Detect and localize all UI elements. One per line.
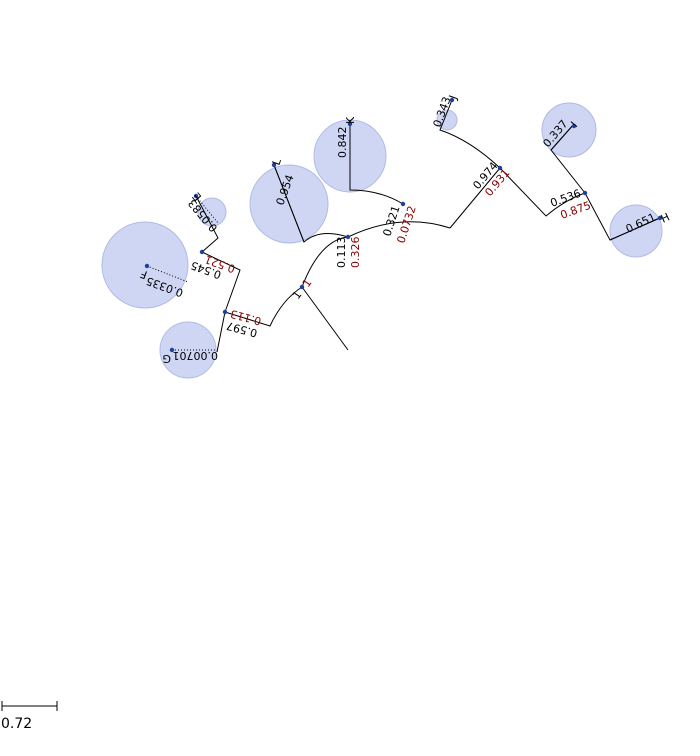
leaf-j-name: J <box>446 94 460 102</box>
leaf-l-radius <box>273 164 305 243</box>
scale-bar-label: 0.72 <box>1 716 32 732</box>
leaf-k-value: 0.842 <box>336 127 349 159</box>
node-n2-black: 0.113 <box>335 237 348 269</box>
leaf-k-name: K <box>344 116 357 124</box>
leaf-i-radius <box>550 123 575 151</box>
leaf-f-bubble <box>101 221 189 309</box>
node-n2-red: 0.326 <box>349 237 362 269</box>
leaf-h-bubble <box>609 204 663 258</box>
scale-bar: 0.72 <box>1 701 58 732</box>
leaf-i-name: I <box>568 119 580 130</box>
leaf-g-name: G <box>162 352 171 365</box>
node-dots <box>144 97 663 353</box>
leaf-f-radius <box>146 265 189 283</box>
leaf-h-radius <box>609 216 663 241</box>
leaf-g-value: 0.00701 <box>173 349 219 362</box>
leaf-l-name: L <box>270 156 285 167</box>
leaf-f-name: F <box>139 267 149 281</box>
